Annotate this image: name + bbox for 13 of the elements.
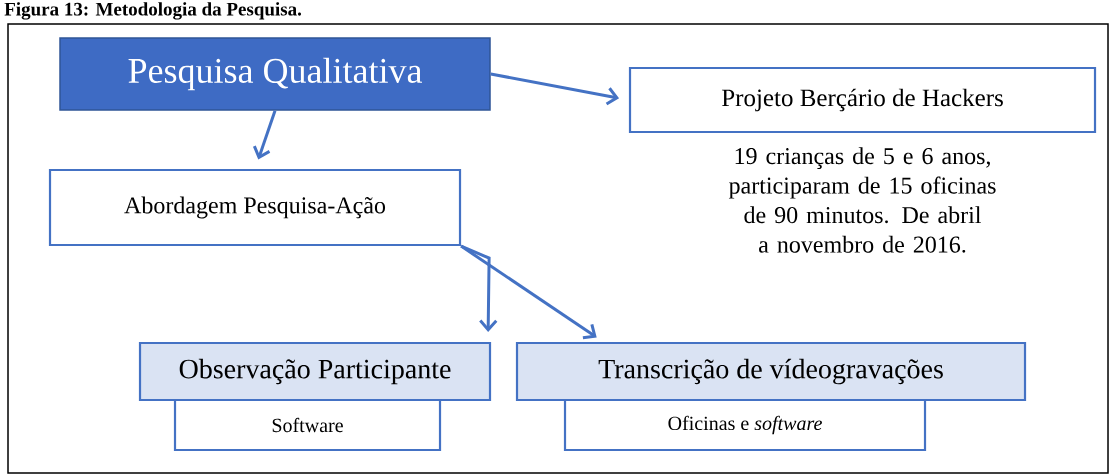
method-box: Transcrição de vídeogravações [515,341,1027,402]
note-box: Software [173,398,442,452]
heading-box: Pesquisa Qualitativa [59,37,491,111]
figure-title: Figura 13: Metodologia da Pesquisa. [4,2,302,20]
description-text: 19 crianças de 5 e 6 anos, participaram de 15 oficinas de 90 minutos. De abril a novembro de 2016. [728,147,996,253]
arrow [252,110,277,160]
method-box: Observação Participante [138,341,492,402]
process-box: Abordagem Pesquisa-Ação [48,168,462,247]
arrow [460,244,597,340]
arrow [460,244,498,332]
note-box: Oficinas e software [563,398,927,452]
arrow [490,72,620,106]
process-box: Projeto Berçário de Hackers [628,66,1097,134]
